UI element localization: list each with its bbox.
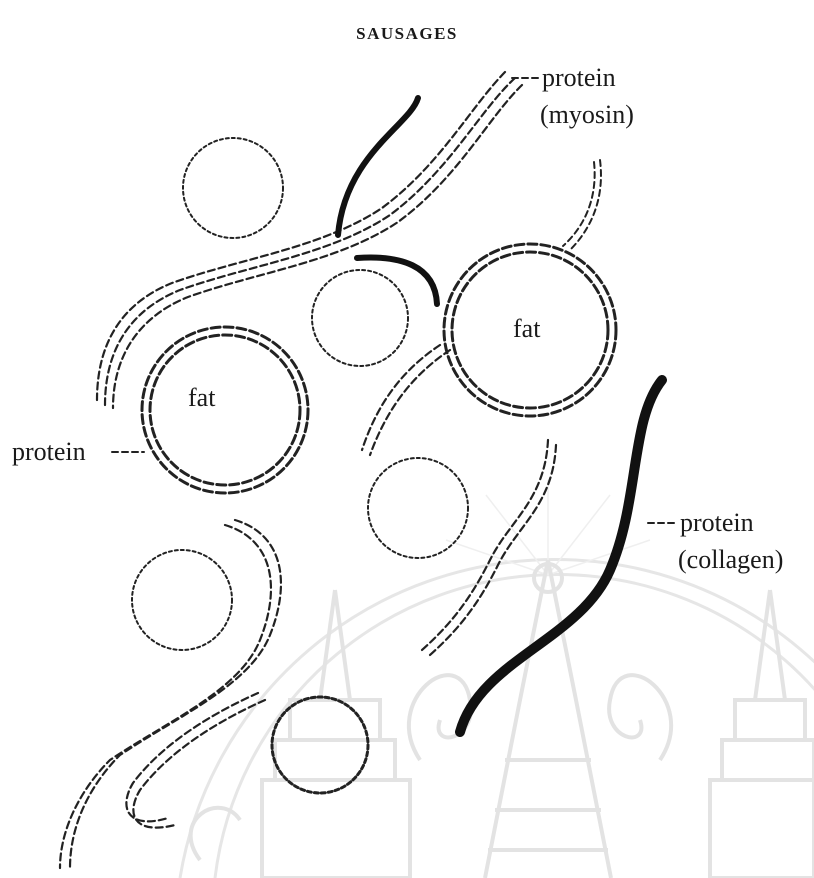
droplet-bottom: [272, 697, 368, 793]
droplet-top-left: [183, 138, 283, 238]
label-fat-right: fat: [513, 314, 540, 344]
label-myosin: (myosin): [540, 100, 634, 130]
lower-middle-strand: [422, 440, 556, 655]
collagen-fiber-right: [460, 380, 662, 732]
droplet-low-left: [132, 550, 232, 650]
lower-left-strand: [60, 520, 281, 868]
label-protein-myosin: protein: [542, 63, 616, 93]
label-protein-collagen: protein: [680, 508, 754, 538]
label-collagen: (collagen): [678, 545, 783, 575]
right-upper-strand: [563, 160, 601, 250]
fat-globule-left: [142, 327, 308, 493]
label-protein-left: protein: [12, 437, 86, 467]
droplet-mid: [368, 458, 468, 558]
label-fat-left: fat: [188, 383, 215, 413]
middle-strand: [362, 345, 450, 455]
diagram-title: SAUSAGES: [0, 24, 814, 44]
droplet-center: [312, 270, 408, 366]
